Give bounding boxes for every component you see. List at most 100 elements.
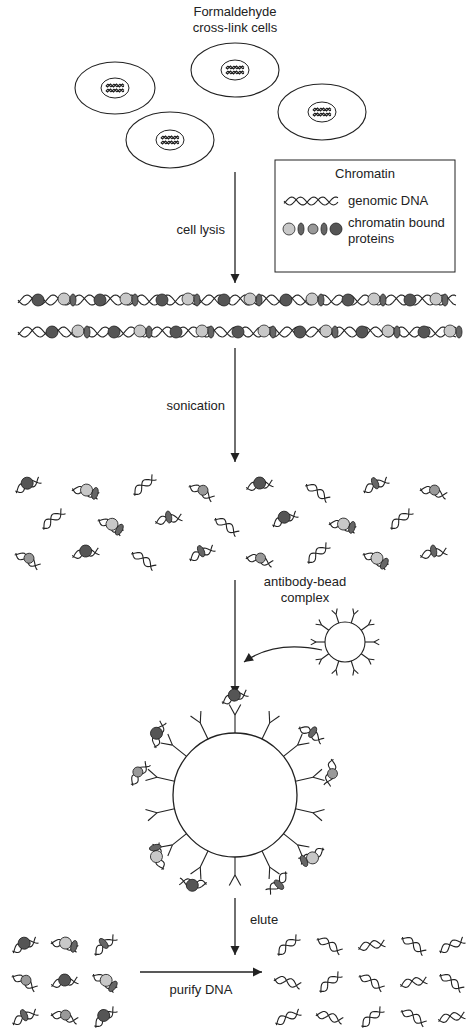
- antibody-arm: [311, 639, 316, 642]
- dna-strand: [400, 976, 428, 988]
- protein: [330, 223, 342, 235]
- antibody-arm: [313, 813, 322, 821]
- antibody-arm: [269, 711, 271, 723]
- antibody-arm: [235, 875, 241, 886]
- protein: [430, 545, 438, 558]
- dna-strand: [298, 723, 325, 744]
- dna-strand: [313, 108, 331, 111]
- antibody-stem: [336, 614, 339, 623]
- protein: [318, 294, 324, 306]
- dna-strand: [275, 934, 301, 957]
- protein: [342, 294, 354, 306]
- antibody-stem: [283, 834, 297, 845]
- dna-strand: [358, 939, 386, 952]
- antibody-stem: [200, 723, 208, 739]
- dna-strand: [438, 1011, 466, 1023]
- dna-strand: [400, 934, 427, 956]
- protein: [98, 937, 110, 950]
- dna-strand: [188, 544, 216, 563]
- cell: [75, 62, 155, 114]
- chromatin-fragment: [186, 540, 216, 562]
- dna-strand: [18, 295, 456, 305]
- dna-strand: [274, 1008, 302, 1027]
- chromatin-fragment: [317, 971, 343, 994]
- protein: [114, 523, 125, 536]
- protein: [59, 1009, 71, 1021]
- dna-strand: [128, 760, 151, 786]
- antibody-stem: [351, 661, 354, 670]
- dna-strand: [274, 1008, 302, 1027]
- antibody-arm: [161, 743, 173, 745]
- dna-strand: [92, 1006, 118, 1029]
- dna-strand: [317, 971, 343, 994]
- chromatin-fragment: [125, 759, 150, 787]
- dna-strand: [362, 550, 389, 570]
- dna-strand: [130, 549, 157, 571]
- chromatin-fragment: [361, 546, 391, 571]
- antibody-arm: [374, 642, 379, 645]
- legend-text: chromatin bound proteins: [348, 215, 452, 247]
- dna-strand: [213, 515, 240, 537]
- protein: [320, 325, 332, 337]
- protein: [91, 487, 100, 500]
- dna-strand: [50, 1010, 78, 1025]
- chromatin-fragment: [50, 972, 79, 989]
- antibody-stem: [316, 641, 325, 642]
- protein: [70, 294, 76, 306]
- protein: [273, 878, 286, 891]
- dna-strand: [40, 508, 66, 531]
- protein: [149, 849, 163, 863]
- dna-strand: [92, 934, 118, 957]
- nucleus: [221, 60, 249, 80]
- dna-strand: [91, 971, 118, 993]
- dna-strand: [97, 516, 124, 536]
- protein: [253, 476, 267, 490]
- antibody-stem: [336, 661, 339, 670]
- antibody-arm: [353, 670, 354, 676]
- antibody-stem: [365, 641, 374, 642]
- antibody-arm: [200, 867, 202, 879]
- antibody-arm: [145, 777, 157, 780]
- protein: [368, 293, 380, 305]
- protein: [283, 223, 295, 235]
- dna-strand: [419, 485, 447, 500]
- dna-strand: [315, 1010, 343, 1025]
- protein: [299, 854, 310, 867]
- legend-dna-sample: [284, 197, 338, 205]
- dna-strand: [304, 481, 331, 503]
- antibody-stem: [351, 614, 354, 623]
- cell: [126, 112, 214, 168]
- dna-strand: [91, 971, 118, 993]
- chromatin-fragment: [400, 976, 428, 989]
- protein: [444, 325, 456, 337]
- chromatin-fragment: [305, 542, 331, 565]
- chromatin-fragment: [358, 939, 386, 952]
- antibody-arm: [354, 610, 358, 614]
- dna-strand: [359, 1006, 385, 1029]
- chromatin-fragment: [304, 481, 331, 503]
- chromatin-fragment: [273, 975, 301, 990]
- dna-strand: [11, 936, 39, 955]
- protein: [186, 879, 199, 892]
- dna-strand: [226, 71, 244, 73]
- dna-strand: [213, 515, 240, 537]
- chromatin-fragment: [91, 967, 121, 993]
- chromatin-fragment: [245, 475, 274, 492]
- antibody-arm: [298, 845, 310, 847]
- dna-strand: [131, 474, 157, 497]
- dna-strand: [226, 71, 244, 74]
- protein: [456, 326, 462, 338]
- step-label: Formaldehyde cross-link cells: [180, 4, 290, 36]
- chromatin-fragment: [388, 508, 414, 531]
- protein: [196, 325, 208, 337]
- protein: [79, 544, 93, 558]
- antibody-arm: [332, 670, 336, 674]
- antibody-stem: [295, 777, 313, 781]
- antibody-arm: [270, 716, 280, 723]
- antibody-stem: [295, 809, 313, 813]
- chromatin-fragment: [89, 931, 117, 958]
- nuclear-dna: [161, 136, 179, 144]
- dna-strand: [315, 1010, 343, 1025]
- protein: [46, 326, 58, 338]
- chromatin-fragment: [328, 515, 357, 535]
